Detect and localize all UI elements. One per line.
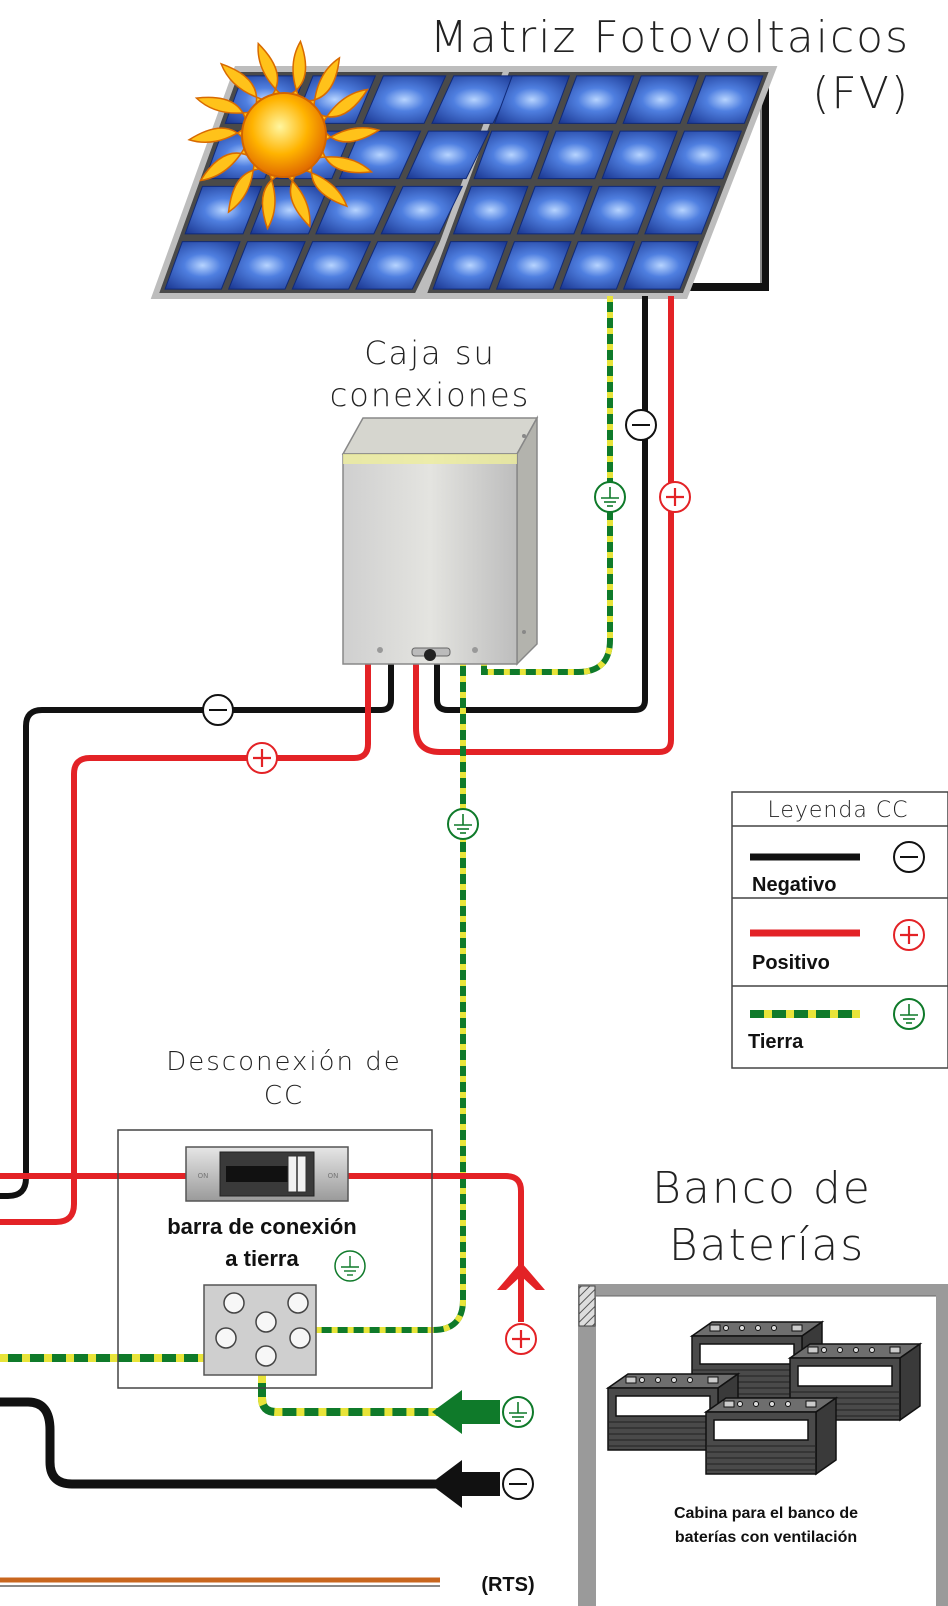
array-title-line1: Matriz Fotovoltaicos <box>430 12 910 63</box>
dc-disconnect-enclosure <box>117 1129 433 1389</box>
pv-cell <box>473 130 550 180</box>
negative-arrow-left <box>430 1460 500 1508</box>
pv-cell <box>495 241 572 290</box>
pv-cell <box>355 241 437 290</box>
negative-symbol-array <box>625 409 657 441</box>
ground-symbol-battery <box>502 1396 534 1428</box>
pv-cell <box>558 75 635 124</box>
battery-caption-line2: baterías con ventilación <box>675 1529 857 1546</box>
sun-icon <box>187 39 381 231</box>
pv-cell <box>432 241 508 290</box>
box-to-disconnect-wires <box>0 660 545 1508</box>
disconnect-switch[interactable]: ON ON <box>185 1146 349 1202</box>
junction-box-label-line1: Caja su <box>364 334 496 372</box>
pv-cell <box>601 130 678 180</box>
pv-cell <box>622 75 700 124</box>
pv-cell <box>559 241 636 290</box>
ground-symbol-main <box>447 808 479 840</box>
pv-cell <box>380 185 464 235</box>
ground-bar-label-line2: a tierra <box>225 1246 299 1271</box>
negative-wire-main <box>0 660 394 1199</box>
pv-cell <box>686 75 764 124</box>
negative-wire-array <box>434 296 648 713</box>
pv-cell <box>362 75 447 124</box>
pv-cell <box>227 241 306 290</box>
array-support-frame <box>686 76 769 291</box>
battery-caption-line1: Cabina para el banco de <box>674 1505 858 1522</box>
legend-ground-icon <box>893 998 925 1030</box>
array-title-line2: (FV) <box>812 68 910 119</box>
pv-cell <box>537 130 614 180</box>
pv-cells-right <box>432 75 764 290</box>
pv-cell <box>164 241 241 290</box>
dc-legend: Leyenda CC Negativo Positivo Tierra <box>731 791 948 1069</box>
junction-box-label-line2: conexiones <box>330 376 531 414</box>
negative-symbol-main <box>202 694 234 726</box>
battery-bank-title-line1: Banco de <box>652 1163 872 1214</box>
ground-bus-bar <box>203 1284 317 1376</box>
negative-wire-battery <box>0 1397 500 1489</box>
pv-cell <box>580 185 657 235</box>
negative-symbol-battery <box>502 1468 534 1500</box>
positive-symbol-array <box>658 480 692 514</box>
legend-negative-icon <box>893 841 925 873</box>
rts-label: (RTS) <box>481 1574 534 1596</box>
positive-bus <box>0 1173 524 1322</box>
pv-cell <box>665 130 743 180</box>
legend-ground-label: Tierra <box>748 1031 804 1053</box>
ground-bar-label-line1: barra de conexión <box>167 1214 357 1239</box>
legend-negative-label: Negativo <box>752 874 836 896</box>
dc-disconnect-label-line2: CC <box>264 1081 304 1111</box>
pv-cell <box>516 185 593 235</box>
legend-title: Leyenda CC <box>767 798 908 823</box>
legend-positive-icon <box>892 918 926 952</box>
ground-arrow-left <box>432 1390 500 1434</box>
batteries <box>605 1320 923 1476</box>
positive-symbol-main <box>245 741 279 775</box>
ground-icon <box>334 1250 366 1282</box>
pv-panel-right <box>418 66 778 299</box>
dc-disconnect-label-line1: Desconexión de <box>166 1047 402 1077</box>
junction-box <box>341 415 539 666</box>
pv-cell <box>452 185 529 235</box>
positive-symbol-battery <box>504 1322 538 1356</box>
pv-cell <box>291 241 372 290</box>
legend-positive-label: Positivo <box>752 952 830 974</box>
pv-cell <box>405 130 490 180</box>
pv-cell <box>431 75 517 124</box>
pv-cell <box>493 75 571 124</box>
positive-wire-array <box>413 296 674 755</box>
positive-wire-main <box>0 660 371 1225</box>
positive-arrow-up <box>497 1262 545 1290</box>
svg-text:ON: ON <box>328 1172 339 1180</box>
pv-cell <box>644 185 721 235</box>
battery-bank-title-line2: Baterías <box>669 1220 865 1271</box>
array-to-box-wires <box>413 296 674 755</box>
svg-text:ON: ON <box>198 1172 209 1180</box>
pv-cell <box>622 241 700 290</box>
ground-symbol-array <box>594 481 626 513</box>
